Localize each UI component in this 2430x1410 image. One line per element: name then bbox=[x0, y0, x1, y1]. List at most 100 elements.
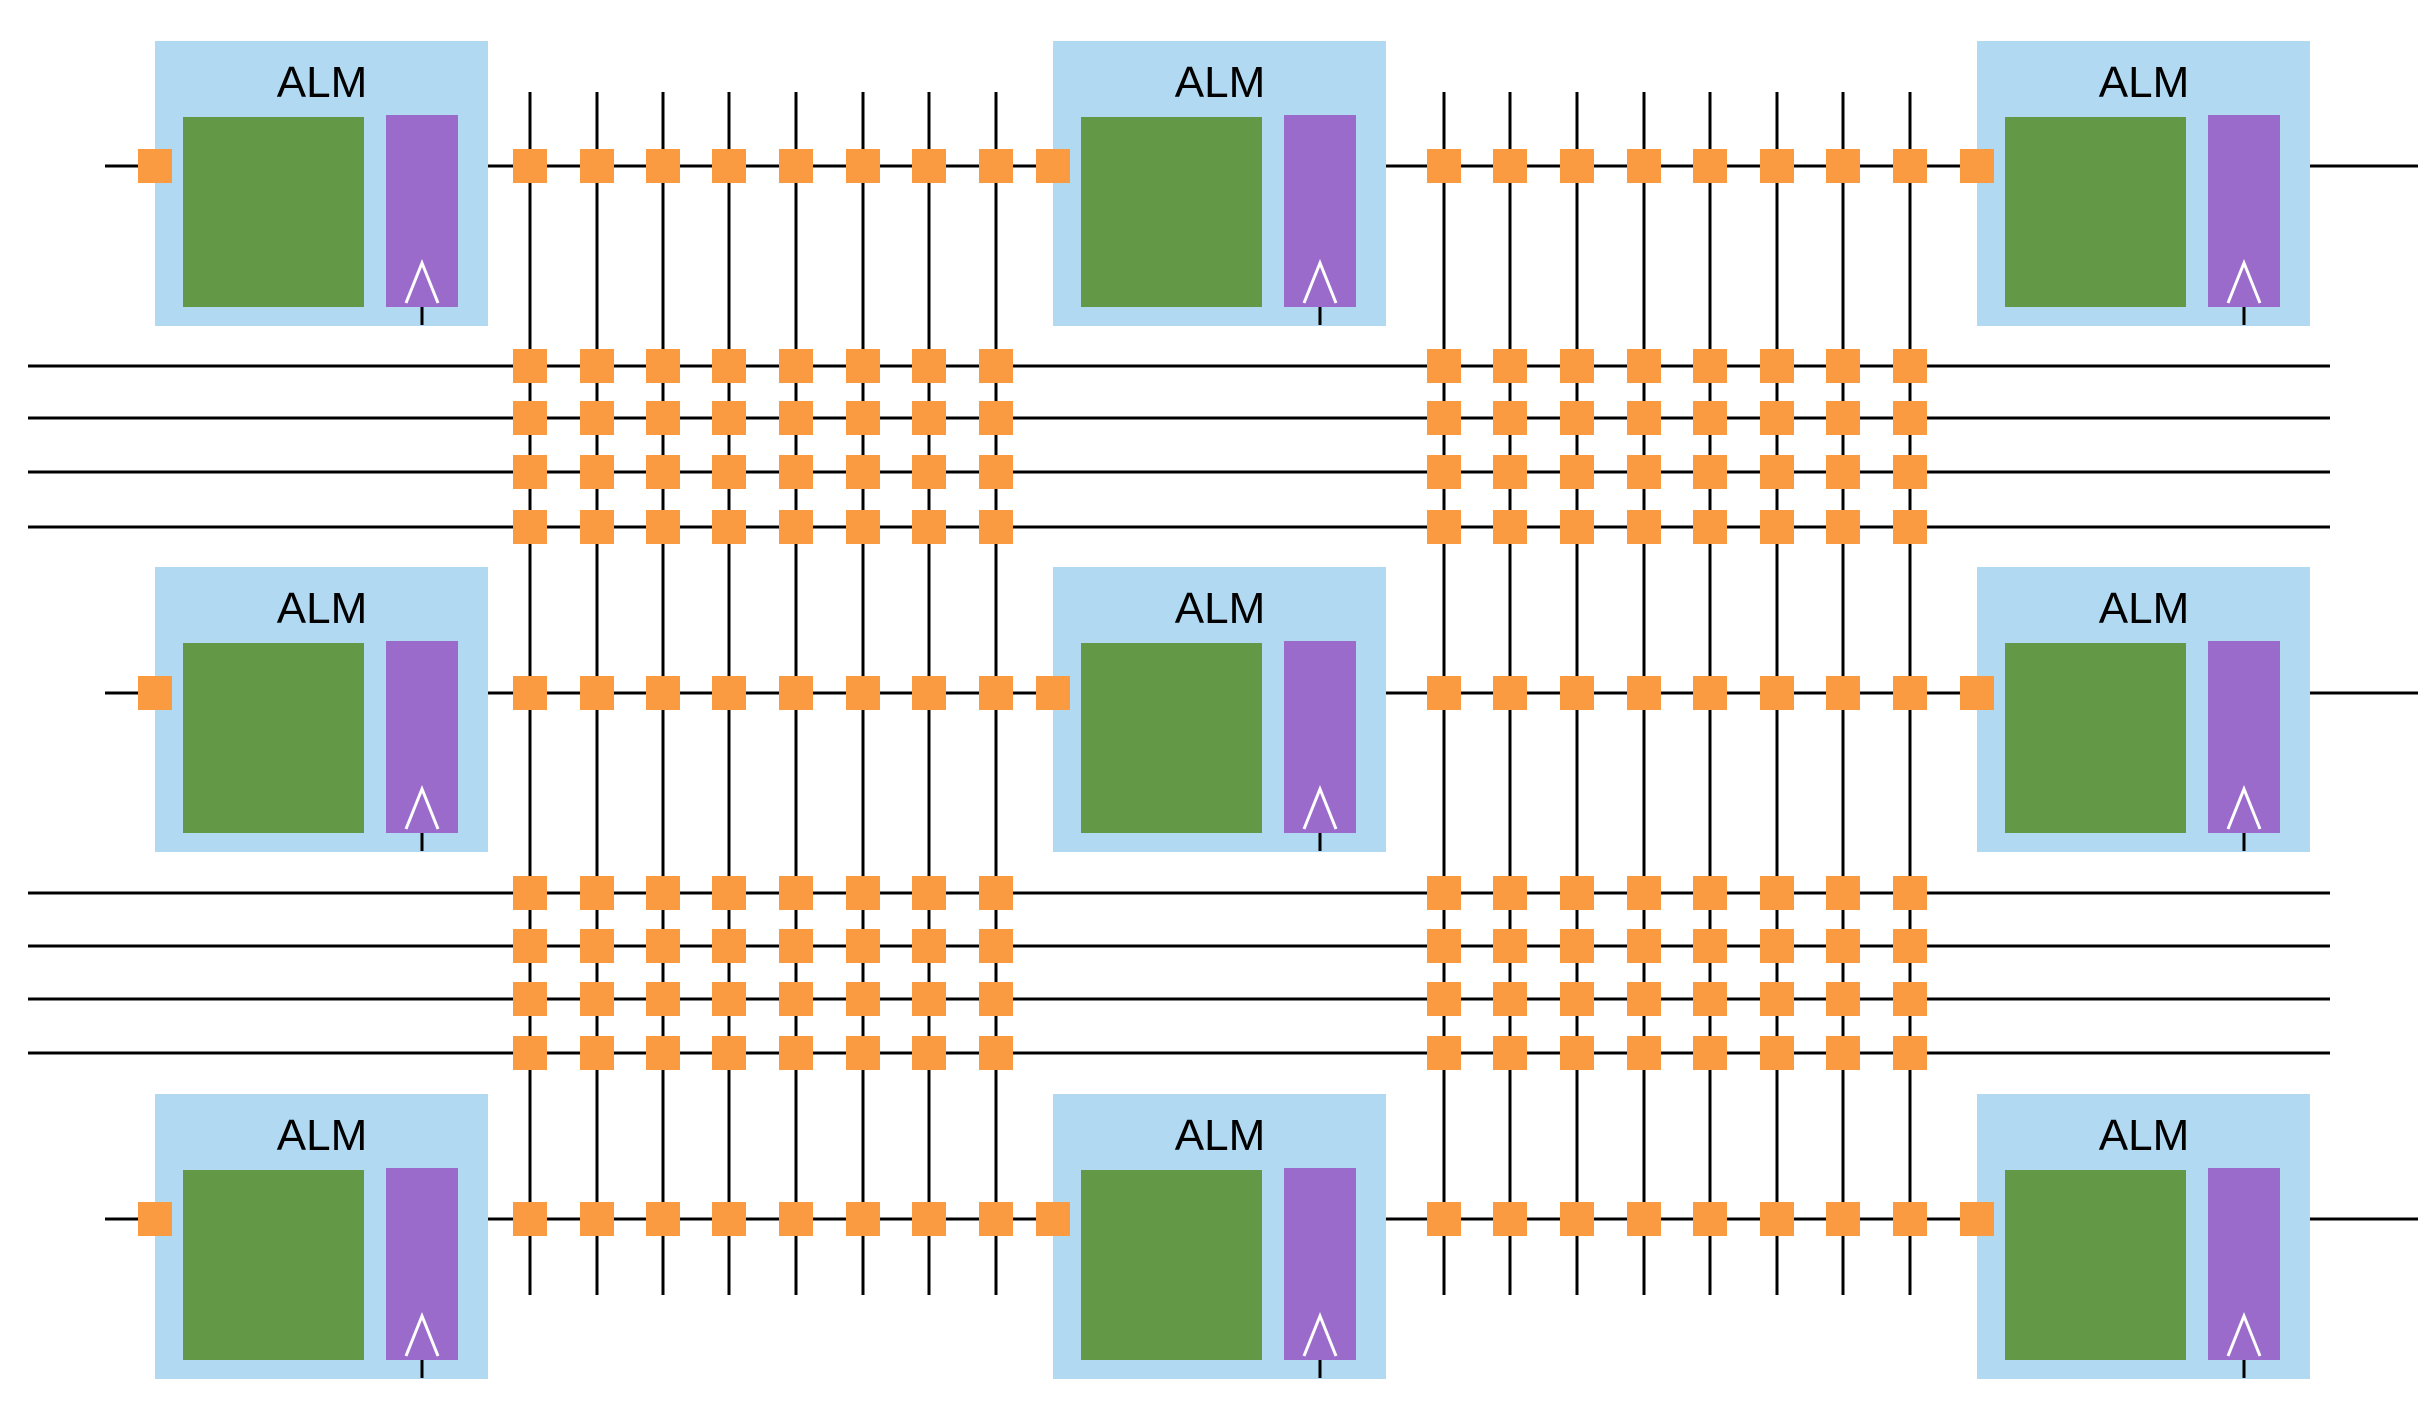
crossbar-switch-1-0-0-6[interactable] bbox=[912, 876, 946, 910]
crossbar-switch-0-3-0-2[interactable] bbox=[646, 510, 680, 544]
crossbar-switch-1-1-1-3[interactable] bbox=[1627, 929, 1661, 963]
crossbar-switch-1-0-0-2[interactable] bbox=[646, 876, 680, 910]
signal-switch-2-b6[interactable] bbox=[1826, 1202, 1860, 1236]
crossbar-switch-0-2-1-1[interactable] bbox=[1493, 455, 1527, 489]
crossbar-switch-0-0-1-0[interactable] bbox=[1427, 349, 1461, 383]
crossbar-switch-0-3-1-7[interactable] bbox=[1893, 510, 1927, 544]
crossbar-switch-1-1-0-4[interactable] bbox=[779, 929, 813, 963]
signal-switch-1-b6[interactable] bbox=[1826, 676, 1860, 710]
signal-switch-1-a0[interactable] bbox=[513, 676, 547, 710]
crossbar-switch-0-3-0-6[interactable] bbox=[912, 510, 946, 544]
crossbar-switch-0-1-0-0[interactable] bbox=[513, 401, 547, 435]
crossbar-switch-1-0-0-4[interactable] bbox=[779, 876, 813, 910]
crossbar-switch-1-1-1-4[interactable] bbox=[1693, 929, 1727, 963]
crossbar-switch-0-0-1-2[interactable] bbox=[1560, 349, 1594, 383]
crossbar-switch-0-1-0-4[interactable] bbox=[779, 401, 813, 435]
crossbar-switch-1-1-0-6[interactable] bbox=[912, 929, 946, 963]
signal-switch-0-a1[interactable] bbox=[580, 149, 614, 183]
crossbar-switch-1-1-0-3[interactable] bbox=[712, 929, 746, 963]
crossbar-switch-1-3-0-2[interactable] bbox=[646, 1036, 680, 1070]
signal-switch-0-b3[interactable] bbox=[1627, 149, 1661, 183]
crossbar-switch-1-3-1-7[interactable] bbox=[1893, 1036, 1927, 1070]
crossbar-switch-1-3-1-6[interactable] bbox=[1826, 1036, 1860, 1070]
crossbar-switch-0-2-0-6[interactable] bbox=[912, 455, 946, 489]
crossbar-switch-0-2-0-1[interactable] bbox=[580, 455, 614, 489]
signal-switch-2-a3[interactable] bbox=[712, 1202, 746, 1236]
crossbar-switch-1-2-0-6[interactable] bbox=[912, 982, 946, 1016]
signal-switch-0-a2[interactable] bbox=[646, 149, 680, 183]
crossbar-switch-0-0-0-3[interactable] bbox=[712, 349, 746, 383]
signal-switch-2-a6[interactable] bbox=[912, 1202, 946, 1236]
crossbar-switch-1-3-0-4[interactable] bbox=[779, 1036, 813, 1070]
signal-switch-1-b4[interactable] bbox=[1693, 676, 1727, 710]
crossbar-switch-1-0-1-6[interactable] bbox=[1826, 876, 1860, 910]
signal-switch-1-b1[interactable] bbox=[1493, 676, 1527, 710]
crossbar-switch-1-2-0-2[interactable] bbox=[646, 982, 680, 1016]
crossbar-switch-0-1-1-4[interactable] bbox=[1693, 401, 1727, 435]
signal-switch-0-a3[interactable] bbox=[712, 149, 746, 183]
crossbar-switch-0-3-1-1[interactable] bbox=[1493, 510, 1527, 544]
crossbar-switch-0-1-1-0[interactable] bbox=[1427, 401, 1461, 435]
crossbar-switch-0-0-1-3[interactable] bbox=[1627, 349, 1661, 383]
crossbar-switch-0-0-1-5[interactable] bbox=[1760, 349, 1794, 383]
crossbar-switch-1-0-0-5[interactable] bbox=[846, 876, 880, 910]
crossbar-switch-0-0-1-4[interactable] bbox=[1693, 349, 1727, 383]
signal-switch-1-a6[interactable] bbox=[912, 676, 946, 710]
input-switch-1-1[interactable] bbox=[1036, 676, 1070, 710]
input-switch-1-2[interactable] bbox=[1960, 676, 1994, 710]
crossbar-switch-0-3-0-5[interactable] bbox=[846, 510, 880, 544]
signal-switch-1-a1[interactable] bbox=[580, 676, 614, 710]
signal-switch-2-a7[interactable] bbox=[979, 1202, 1013, 1236]
crossbar-switch-1-0-0-1[interactable] bbox=[580, 876, 614, 910]
input-switch-0-2[interactable] bbox=[1960, 149, 1994, 183]
crossbar-switch-0-2-0-2[interactable] bbox=[646, 455, 680, 489]
signal-switch-2-b3[interactable] bbox=[1627, 1202, 1661, 1236]
signal-switch-1-a3[interactable] bbox=[712, 676, 746, 710]
crossbar-switch-1-1-0-0[interactable] bbox=[513, 929, 547, 963]
crossbar-switch-0-3-0-4[interactable] bbox=[779, 510, 813, 544]
signal-switch-0-a7[interactable] bbox=[979, 149, 1013, 183]
crossbar-switch-0-1-1-2[interactable] bbox=[1560, 401, 1594, 435]
crossbar-switch-1-3-1-2[interactable] bbox=[1560, 1036, 1594, 1070]
crossbar-switch-1-0-1-1[interactable] bbox=[1493, 876, 1527, 910]
crossbar-switch-1-1-0-5[interactable] bbox=[846, 929, 880, 963]
crossbar-switch-0-2-1-6[interactable] bbox=[1826, 455, 1860, 489]
signal-switch-1-b7[interactable] bbox=[1893, 676, 1927, 710]
crossbar-switch-0-0-0-6[interactable] bbox=[912, 349, 946, 383]
signal-switch-1-a2[interactable] bbox=[646, 676, 680, 710]
signal-switch-2-b0[interactable] bbox=[1427, 1202, 1461, 1236]
crossbar-switch-1-2-1-0[interactable] bbox=[1427, 982, 1461, 1016]
crossbar-switch-1-2-0-3[interactable] bbox=[712, 982, 746, 1016]
crossbar-switch-0-0-0-5[interactable] bbox=[846, 349, 880, 383]
crossbar-switch-0-3-0-7[interactable] bbox=[979, 510, 1013, 544]
crossbar-switch-1-1-0-1[interactable] bbox=[580, 929, 614, 963]
crossbar-switch-0-2-0-4[interactable] bbox=[779, 455, 813, 489]
crossbar-switch-1-1-0-7[interactable] bbox=[979, 929, 1013, 963]
signal-switch-0-b6[interactable] bbox=[1826, 149, 1860, 183]
input-switch-0-0[interactable] bbox=[138, 149, 172, 183]
signal-switch-1-a4[interactable] bbox=[779, 676, 813, 710]
crossbar-switch-1-0-0-3[interactable] bbox=[712, 876, 746, 910]
crossbar-switch-1-1-1-0[interactable] bbox=[1427, 929, 1461, 963]
crossbar-switch-1-3-1-0[interactable] bbox=[1427, 1036, 1461, 1070]
crossbar-switch-0-0-0-1[interactable] bbox=[580, 349, 614, 383]
crossbar-switch-1-2-1-2[interactable] bbox=[1560, 982, 1594, 1016]
crossbar-switch-1-2-1-1[interactable] bbox=[1493, 982, 1527, 1016]
crossbar-switch-0-1-0-7[interactable] bbox=[979, 401, 1013, 435]
crossbar-switch-0-3-0-1[interactable] bbox=[580, 510, 614, 544]
crossbar-switch-1-3-0-1[interactable] bbox=[580, 1036, 614, 1070]
crossbar-switch-0-1-0-5[interactable] bbox=[846, 401, 880, 435]
crossbar-switch-0-0-1-1[interactable] bbox=[1493, 349, 1527, 383]
signal-switch-2-a1[interactable] bbox=[580, 1202, 614, 1236]
input-switch-1-0[interactable] bbox=[138, 676, 172, 710]
signal-switch-1-a7[interactable] bbox=[979, 676, 1013, 710]
signal-switch-2-b4[interactable] bbox=[1693, 1202, 1727, 1236]
crossbar-switch-0-2-0-7[interactable] bbox=[979, 455, 1013, 489]
crossbar-switch-1-0-1-3[interactable] bbox=[1627, 876, 1661, 910]
crossbar-switch-1-3-1-5[interactable] bbox=[1760, 1036, 1794, 1070]
crossbar-switch-1-2-0-0[interactable] bbox=[513, 982, 547, 1016]
crossbar-switch-1-1-1-2[interactable] bbox=[1560, 929, 1594, 963]
crossbar-switch-0-1-0-1[interactable] bbox=[580, 401, 614, 435]
signal-switch-0-b5[interactable] bbox=[1760, 149, 1794, 183]
crossbar-switch-1-2-0-4[interactable] bbox=[779, 982, 813, 1016]
